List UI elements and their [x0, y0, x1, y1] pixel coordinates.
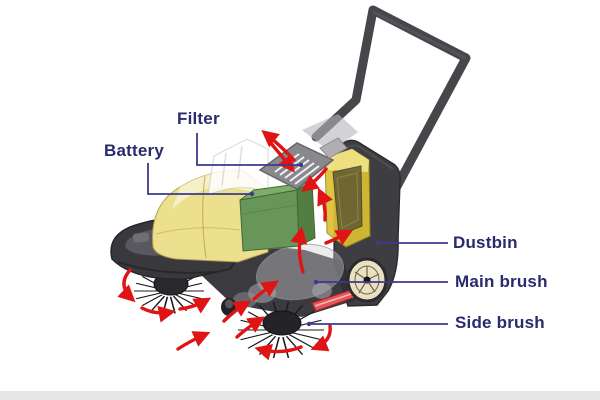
airflow-arrows: [117, 129, 354, 361]
dustbin-label: Dustbin: [453, 233, 518, 252]
filter-leader-line: [196, 133, 301, 166]
leader-lines: [147, 133, 448, 327]
vent-panel: [207, 138, 269, 196]
side-brush-label: Side brush: [455, 313, 545, 332]
main-brush-label: Main brush: [455, 272, 548, 291]
rear-wheel: [346, 257, 388, 303]
filter-label: Filter: [177, 109, 220, 128]
side-panel: [324, 148, 371, 248]
footer-divider-bar: [0, 391, 600, 400]
battery-leader-line: [147, 163, 252, 195]
battery-label: Battery: [104, 141, 164, 160]
